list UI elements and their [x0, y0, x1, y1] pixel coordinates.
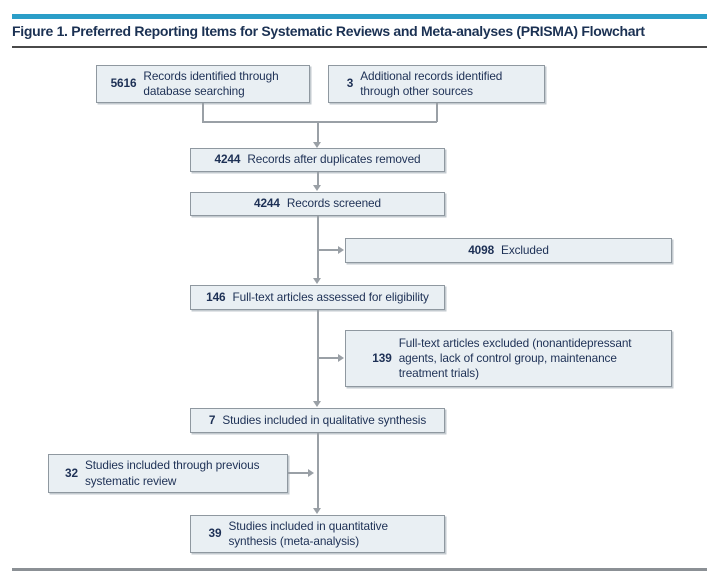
node-label: Studies included through previous system… — [84, 458, 260, 488]
node-count: 139 — [372, 350, 392, 365]
accent-bar — [12, 14, 707, 19]
node-label: Studies included in qualitative synthesi… — [222, 412, 427, 427]
node-count: 146 — [206, 289, 226, 304]
node-label: Records identified through database sear… — [143, 68, 279, 98]
bottom-divider — [12, 568, 707, 571]
node-label: Records after duplicates removed — [247, 152, 421, 167]
flow-node-fulltext-excluded: 139 Full-text articles excluded (nonanti… — [345, 330, 672, 387]
node-label: Full-text articles excluded (nonantidepr… — [398, 335, 632, 381]
connector-branch-excluded — [318, 249, 338, 251]
connector-assessed-to-qualitative — [317, 310, 319, 402]
arrow-down-icon — [313, 185, 321, 191]
title-divider — [12, 46, 707, 48]
node-label: Full-text articles assessed for eligibil… — [232, 289, 429, 304]
node-count: 4098 — [468, 242, 495, 257]
flow-node-records-screened: 4244 Records screened — [190, 192, 445, 216]
node-count: 32 — [65, 465, 78, 480]
node-count: 4244 — [254, 196, 280, 211]
node-count: 3 — [346, 76, 354, 91]
connector-screened-to-assessed — [317, 216, 319, 279]
flow-node-after-duplicates: 4244 Records after duplicates removed — [190, 148, 445, 172]
connector-records-identified-down — [202, 103, 204, 122]
flow-node-quantitative-synthesis: 39 Studies included in quantitative synt… — [190, 515, 445, 553]
flow-node-additional-records: 3 Additional records identified through … — [328, 65, 545, 103]
arrow-down-icon — [313, 142, 321, 148]
figure-title: Figure 1. Preferred Reporting Items for … — [12, 23, 645, 39]
node-label: Excluded — [501, 242, 549, 257]
arrow-down-icon — [313, 508, 321, 514]
connector-branch-fulltext-excluded — [318, 357, 338, 359]
flow-node-previous-review: 32 Studies included through previous sys… — [48, 454, 288, 493]
connector-additional-records-down — [436, 103, 438, 122]
arrow-right-icon — [308, 469, 314, 477]
flow-node-qualitative-synthesis: 7 Studies included in qualitative synthe… — [190, 408, 445, 433]
connector-previous-review-in — [288, 472, 308, 474]
arrow-down-icon — [313, 401, 321, 407]
node-label: Additional records identified through ot… — [360, 68, 503, 98]
flow-node-fulltext-assessed: 146 Full-text articles assessed for elig… — [190, 285, 445, 310]
arrow-right-icon — [338, 354, 344, 362]
connector-to-after-duplicates — [317, 121, 319, 143]
arrow-down-icon — [313, 278, 321, 284]
connector-merge-horizontal — [202, 121, 437, 123]
connector-duplicates-to-screened — [317, 172, 319, 186]
node-count: 39 — [208, 526, 222, 541]
flow-node-excluded: 4098 Excluded — [345, 238, 672, 263]
connector-qualitative-to-quantitative — [317, 433, 319, 509]
flow-node-records-identified: 5616 Records identified through database… — [96, 65, 310, 103]
node-count: 4244 — [214, 152, 241, 167]
node-count: 7 — [208, 412, 216, 427]
arrow-right-icon — [338, 246, 344, 254]
node-label: Studies included in quantitative synthes… — [228, 518, 388, 548]
node-count: 5616 — [110, 76, 137, 91]
node-label: Records screened — [286, 196, 381, 211]
